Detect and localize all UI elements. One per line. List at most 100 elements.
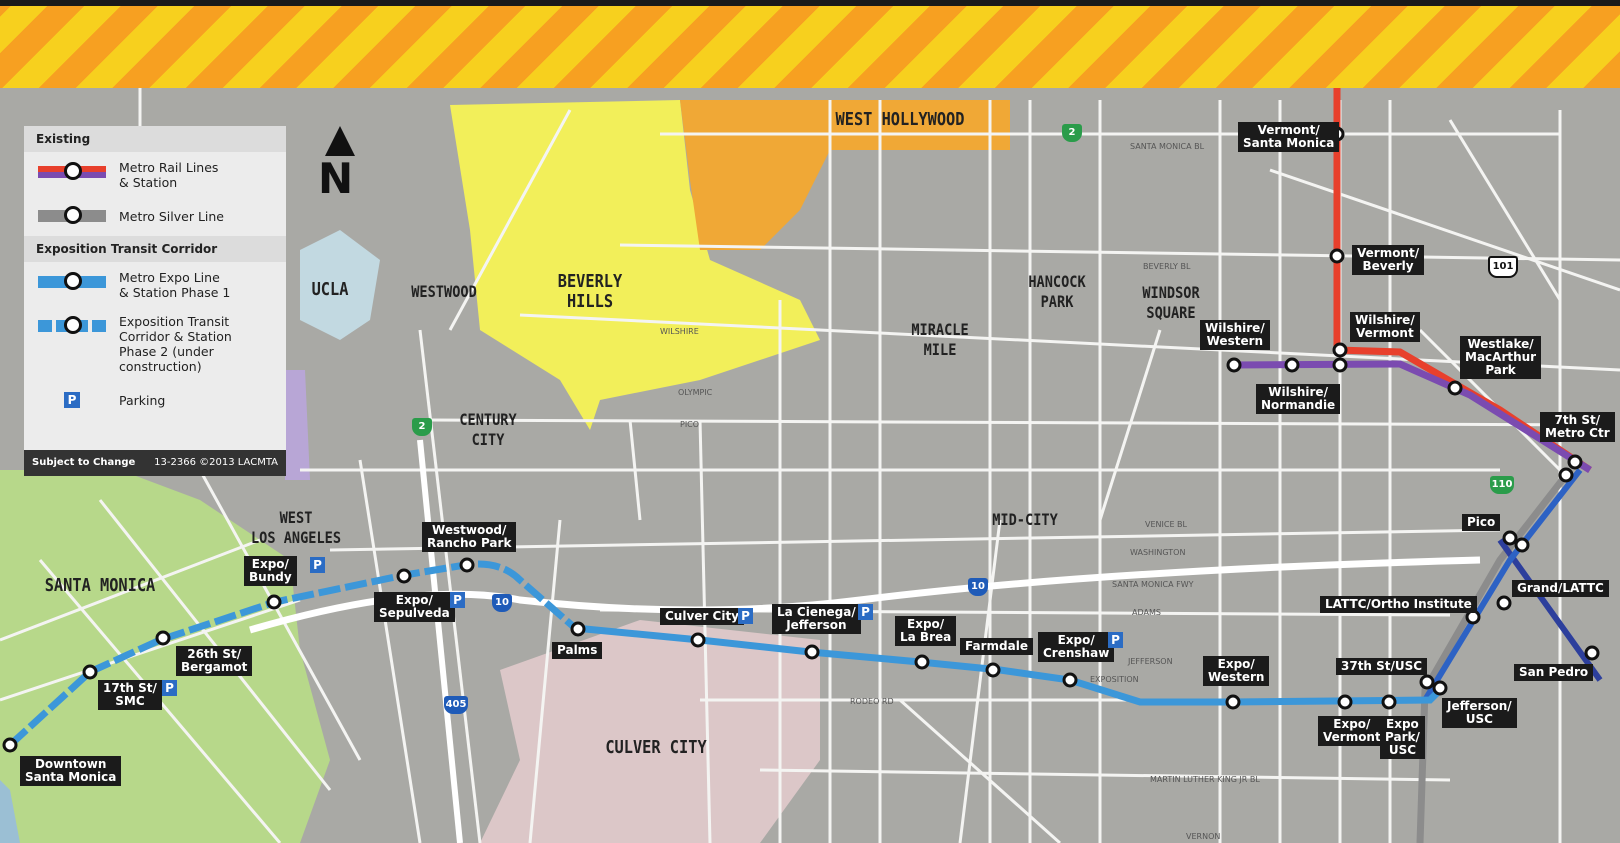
station-expo-vermont[interactable]: Expo/ Vermont: [1318, 716, 1386, 746]
station-vermont-beverly[interactable]: Vermont/ Beverly: [1352, 245, 1425, 275]
station-grand-lattc[interactable]: Grand/LATTC: [1512, 580, 1609, 597]
street-label: SANTA MONICA FWY: [1112, 580, 1194, 589]
station-wilshire-vermont[interactable]: Wilshire/ Vermont: [1350, 312, 1420, 342]
station-expo-sepulveda[interactable]: Expo/ Sepulveda: [374, 592, 455, 622]
dot-expo-park-usc[interactable]: [1381, 694, 1397, 710]
dot-culver-city[interactable]: [690, 632, 706, 648]
dot-26th-bergamot[interactable]: [155, 630, 171, 646]
station-dots: [2, 126, 1600, 753]
dot-san-pedro[interactable]: [1584, 645, 1600, 661]
dot-wilshire-western[interactable]: [1226, 357, 1242, 373]
expo2-swatch: [38, 316, 106, 334]
expo-line-phase-1: [574, 624, 1443, 706]
station-37th-usc[interactable]: 37th St/USC: [1336, 658, 1428, 675]
dot-7th-metro-2[interactable]: [1558, 467, 1574, 483]
dot-vermont-beverly[interactable]: [1329, 248, 1345, 264]
dot-farmdale[interactable]: [985, 662, 1001, 678]
legend-expo2-row: Exposition Transit Corridor & Station Ph…: [24, 308, 286, 384]
area-windsor-square: WINDSOR SQUARE: [1142, 283, 1200, 322]
legend-expo2-label: Exposition Transit Corridor & Station Ph…: [119, 314, 232, 374]
parking-icon: P: [310, 557, 325, 573]
station-17th-smc[interactable]: 17th St/ SMC: [98, 680, 162, 710]
station-wilshire-western[interactable]: Wilshire/ Western: [1200, 320, 1270, 350]
station-expo-western[interactable]: Expo/ Western: [1203, 656, 1270, 686]
i-10-shield-icon: 10: [492, 594, 512, 612]
legend-parking-label: Parking: [119, 393, 166, 408]
hazard-stripe-banner: [0, 0, 1620, 88]
area-miracle-mile: MIRACLE MILE: [911, 320, 969, 359]
station-westlake-macarthur[interactable]: Westlake/ MacArthur Park: [1460, 336, 1542, 379]
area-westwood: WESTWOOD: [411, 282, 477, 301]
area-ucla: UCLA: [311, 279, 349, 300]
dot-17th-smc[interactable]: [82, 664, 98, 680]
us-101-shield-icon: 101: [1488, 256, 1518, 278]
parking-icon: P: [858, 604, 873, 620]
dot-expo-crenshaw[interactable]: [1062, 672, 1078, 688]
legend-rail-row: Metro Rail Lines & Station: [24, 152, 286, 196]
ca-2-shield-icon: 2: [1062, 124, 1082, 142]
station-expo-park-usc[interactable]: Expo Park/ USC: [1380, 716, 1425, 759]
dot-wilshire-vermont-2[interactable]: [1332, 357, 1348, 373]
i-10-shield-icon: 10: [968, 578, 988, 596]
silver-swatch: [38, 206, 106, 224]
i-405-shield-icon: 405: [444, 696, 468, 714]
dot-pico-1[interactable]: [1502, 530, 1518, 546]
dot-wilshire-normandie[interactable]: [1284, 357, 1300, 373]
station-expo-bundy[interactable]: Expo/ Bundy: [244, 556, 297, 586]
dot-la-cienega-jefferson[interactable]: [804, 644, 820, 660]
dot-expo-la-brea[interactable]: [914, 654, 930, 670]
dot-expo-western[interactable]: [1225, 694, 1241, 710]
station-downtown-santa-monica[interactable]: Downtown Santa Monica: [20, 756, 122, 786]
station-vermont-santa-monica[interactable]: Vermont/ Santa Monica: [1238, 122, 1340, 152]
station-26th-bergamot[interactable]: 26th St/ Bergamot: [176, 646, 253, 676]
silver-line: [1416, 467, 1573, 843]
legend-parking-row: P Parking: [24, 384, 286, 420]
dot-jefferson-usc[interactable]: [1432, 680, 1448, 696]
street-label: EXPOSITION: [1090, 675, 1139, 684]
station-7th-metro-ctr[interactable]: 7th St/ Metro Ctr: [1540, 412, 1615, 442]
riverbank-area: [0, 780, 20, 843]
dot-palms[interactable]: [570, 621, 586, 637]
station-culver-city[interactable]: Culver City: [660, 608, 744, 625]
area-west-los-angeles: WEST LOS ANGELES: [250, 508, 342, 547]
station-farmdale[interactable]: Farmdale: [960, 638, 1033, 655]
area-west-hollywood: WEST HOLLYWOOD: [835, 109, 965, 130]
dot-37th-usc[interactable]: [1419, 674, 1435, 690]
dot-wilshire-vermont-1[interactable]: [1332, 342, 1348, 358]
dot-expo-vermont[interactable]: [1337, 694, 1353, 710]
dot-grand-lattc[interactable]: [1496, 595, 1512, 611]
station-lattc-ortho[interactable]: LATTC/Ortho Institute: [1320, 596, 1477, 613]
dot-7th-metro-1[interactable]: [1567, 454, 1583, 470]
dot-pico-2[interactable]: [1514, 537, 1530, 553]
expo1-swatch: [38, 272, 106, 290]
station-wilshire-normandie[interactable]: Wilshire/ Normandie: [1256, 384, 1341, 414]
station-san-pedro[interactable]: San Pedro: [1514, 664, 1594, 681]
legend-rail-label: Metro Rail Lines & Station: [119, 160, 219, 190]
dot-downtown-santa-monica[interactable]: [2, 737, 18, 753]
station-expo-crenshaw[interactable]: Expo/ Crenshaw: [1038, 632, 1115, 662]
station-westwood-rancho-park[interactable]: Westwood/ Rancho Park: [422, 522, 517, 552]
station-jefferson-usc[interactable]: Jefferson/ USC: [1442, 698, 1517, 728]
area-hancock-park: HANCOCK PARK: [1028, 272, 1086, 311]
street-label: WILSHIRE: [660, 327, 699, 336]
dot-westwood-rancho-park[interactable]: [459, 557, 475, 573]
street-label: MARTIN LUTHER KING JR BL: [1150, 775, 1260, 784]
street-label: SANTA MONICA BL: [1130, 142, 1205, 151]
dot-expo-sepulveda[interactable]: [396, 568, 412, 584]
station-expo-la-brea[interactable]: Expo/ La Brea: [895, 616, 957, 646]
ca-2-shield-icon: 2: [412, 418, 432, 436]
ucla-area: [300, 230, 380, 340]
dot-expo-bundy[interactable]: [266, 594, 282, 610]
legend-corridor-header: Exposition Transit Corridor: [24, 236, 286, 262]
west-hollywood-area: [680, 100, 1010, 250]
north-arrow-icon: N: [318, 126, 362, 206]
rail-swatch: [38, 162, 106, 180]
station-la-cienega-jefferson[interactable]: La Cienega/ Jefferson: [772, 604, 861, 634]
station-palms[interactable]: Palms: [552, 642, 603, 659]
legend-existing-header: Existing: [24, 126, 286, 152]
dot-westlake-macarthur[interactable]: [1447, 380, 1463, 396]
parking-icon: P: [738, 608, 753, 624]
blue-line: [1497, 538, 1603, 682]
station-pico[interactable]: Pico: [1462, 514, 1501, 531]
